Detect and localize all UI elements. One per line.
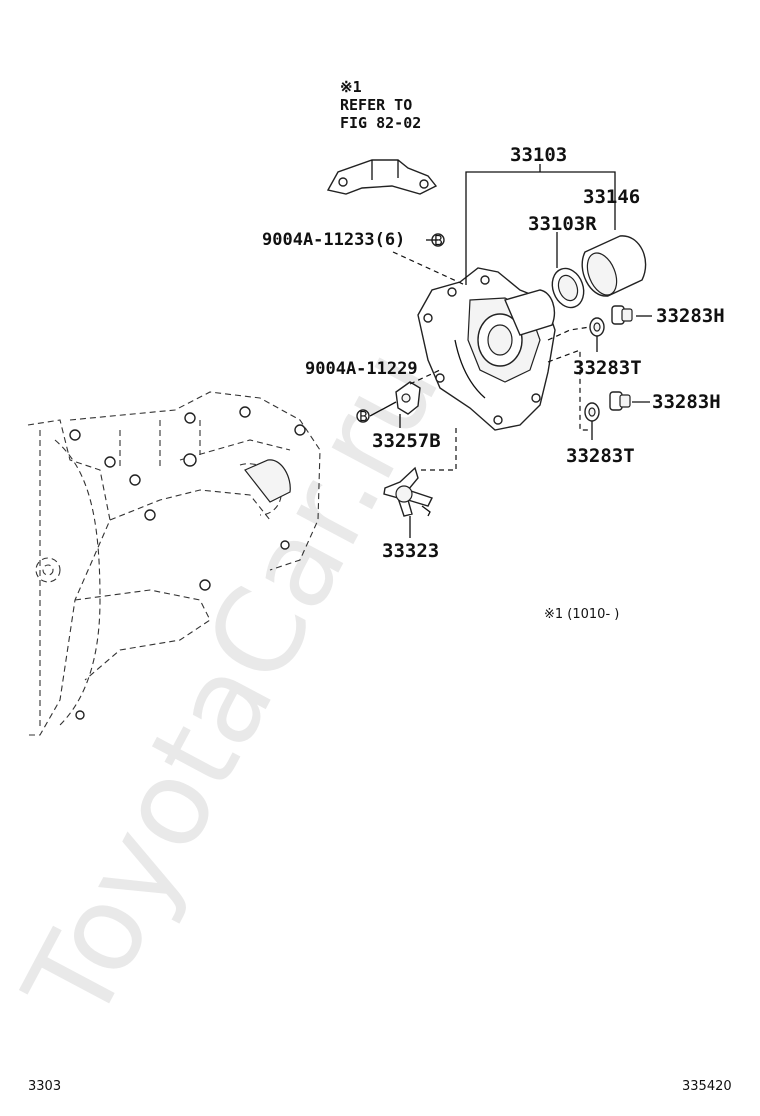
- part-33257B: [395, 381, 421, 415]
- footer-figure-number: 3303: [28, 1079, 61, 1094]
- label-33283T-lower: 33283T: [566, 445, 635, 467]
- legend-note: ※1 (1010- ): [544, 607, 619, 622]
- plug-lower-33283H: [609, 391, 631, 411]
- bolt-mark-b-lower: B: [356, 409, 370, 425]
- plug-upper-33283H: [611, 305, 633, 325]
- label-9004A-11233: 9004A-11233(6): [262, 230, 405, 250]
- label-33283H-upper: 33283H: [656, 305, 725, 327]
- label-33103R: 33103R: [528, 213, 597, 235]
- label-9004A-11229: 9004A-11229: [305, 359, 418, 379]
- svg-text:B: B: [359, 410, 368, 425]
- oil-seal-33103R: [551, 267, 585, 309]
- callouts: ※1 REFER TO FIG 82-02 33103 33146 33103R…: [28, 78, 732, 1094]
- bolt-mark-b-upper: B: [431, 233, 445, 249]
- leader-lines: [369, 164, 652, 538]
- label-33283H-lower: 33283H: [652, 391, 721, 413]
- svg-text:B: B: [434, 234, 443, 249]
- label-33323: 33323: [382, 540, 439, 562]
- gasket-upper-33283T: [589, 317, 605, 337]
- shift-lever-33323: [383, 466, 433, 517]
- note-refer-to: REFER TO: [340, 96, 412, 114]
- note-fig: FIG 82-02: [340, 114, 421, 132]
- footer-illustration-number: 335420: [682, 1079, 732, 1094]
- transmission-housing-illustration: [27, 391, 321, 736]
- dust-cover-33146: [581, 235, 647, 297]
- gasket-lower-33283T: [584, 402, 600, 422]
- label-33146: 33146: [583, 186, 640, 208]
- label-33257B: 33257B: [372, 430, 441, 452]
- extension-housing-33103: [417, 267, 556, 431]
- note-mark: ※1: [340, 78, 362, 96]
- label-33103: 33103: [510, 144, 567, 166]
- label-33283T-upper: 33283T: [573, 357, 642, 379]
- bracket-part: [326, 159, 438, 195]
